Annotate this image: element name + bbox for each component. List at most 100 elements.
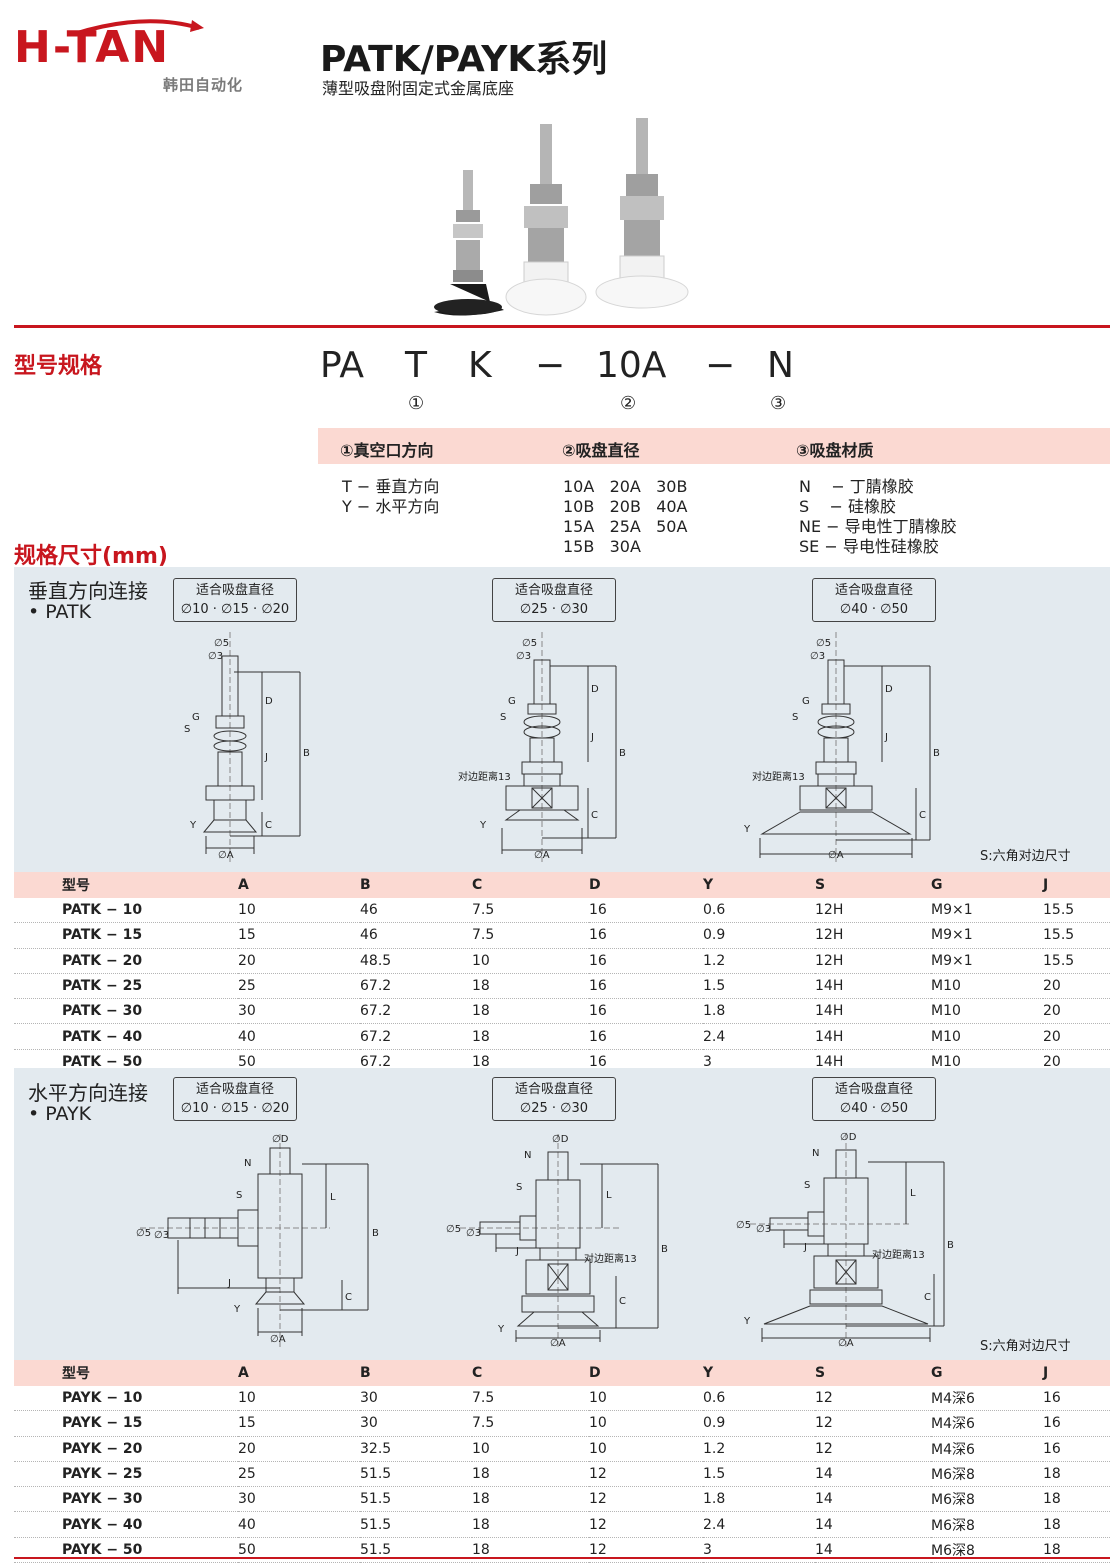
d-label: D: [591, 684, 599, 695]
header-divider: [14, 325, 1110, 328]
b-label: B: [303, 748, 310, 759]
option-title-direction: ①真空口方向: [340, 441, 434, 460]
material-option: S − 硅橡胶: [799, 497, 896, 516]
hex-label: 对边距离13: [752, 770, 805, 783]
cell-d: 12: [589, 1486, 703, 1513]
cell-b: 48.5: [360, 948, 472, 974]
hex-label: 对边距离13: [584, 1252, 637, 1265]
l-label: L: [910, 1188, 916, 1199]
cell-b: 46: [360, 922, 472, 949]
cell-model: PATK − 40: [14, 1023, 238, 1050]
col-y: Y: [703, 1360, 815, 1386]
cell-a: 15: [238, 1410, 360, 1437]
code-dash-1: −: [535, 345, 566, 386]
payk-s-note: S:六角对边尺寸: [980, 1339, 1071, 1354]
col-d: D: [589, 1360, 703, 1386]
cell-y: 1.2: [703, 1436, 815, 1462]
cell-d: 12: [589, 1511, 703, 1538]
phi5-label: ∅5: [446, 1224, 461, 1235]
phid-label: ∅D: [272, 1134, 289, 1145]
cell-model: PAYK − 30: [14, 1486, 238, 1513]
page-subtitle: 薄型吸盘附固定式金属底座: [322, 79, 515, 98]
c-label: C: [619, 1296, 626, 1307]
n-label: N: [812, 1148, 819, 1159]
cell-d: 10: [589, 1386, 703, 1412]
phi3-label: ∅3: [154, 1230, 169, 1241]
cell-s: 12H: [815, 922, 931, 949]
j-label: J: [515, 1246, 519, 1257]
cell-j: 16: [1043, 1386, 1110, 1412]
cell-g: M10: [931, 998, 1043, 1025]
cell-c: 18: [472, 973, 589, 1000]
fit-diameters: ∅10 · ∅15 · ∅20: [180, 1101, 290, 1116]
diameter-option-row: 15A 25A 50A: [563, 517, 688, 536]
logo-wordmark: H-TAN: [14, 22, 171, 73]
fit-diameters: ∅40 · ∅50: [839, 602, 909, 617]
diameter-options: 10A 20A 30B 10B 20B 40A 15A 25A 50A 15B …: [563, 477, 688, 557]
cell-y: 0.6: [703, 898, 815, 924]
patk-title: 垂直方向连接: [28, 579, 148, 603]
cell-j: 20: [1043, 1023, 1110, 1050]
cell-c: 7.5: [472, 1410, 589, 1437]
patk-subtitle: • PATK: [28, 601, 92, 623]
col-c: C: [472, 1360, 589, 1386]
material-option: N − 丁腈橡胶: [799, 477, 914, 496]
fit-diameters: ∅25 · ∅30: [519, 602, 589, 617]
b-label: B: [661, 1244, 668, 1255]
cell-s: 14H: [815, 973, 931, 1000]
direction-option: Y − 水平方向: [342, 497, 440, 516]
phi3-label: ∅3: [516, 651, 531, 662]
diameter-option-row: 10B 20B 40A: [563, 497, 688, 516]
phi5-label: ∅5: [136, 1228, 151, 1239]
cell-s: 12H: [815, 898, 931, 924]
cell-a: 40: [238, 1023, 360, 1050]
phi3-label: ∅3: [756, 1224, 771, 1235]
diameter-option-row: 10A 20A 30B: [563, 477, 688, 496]
cell-s: 12H: [815, 948, 931, 974]
cell-c: 18: [472, 1461, 589, 1488]
fit-title: 适合吸盘直径: [514, 583, 593, 598]
direction-options: T − 垂直方向 Y − 水平方向: [342, 477, 439, 517]
cell-s: 14: [815, 1486, 931, 1513]
c-label: C: [265, 820, 272, 831]
code-part-k: K: [468, 345, 492, 386]
l-label: L: [606, 1190, 612, 1201]
fit-title: 适合吸盘直径: [514, 1082, 593, 1097]
fit-title: 适合吸盘直径: [834, 1082, 913, 1097]
cell-model: PATK − 30: [14, 998, 238, 1025]
cell-s: 14H: [815, 1023, 931, 1050]
code-part-pa: PA: [320, 345, 365, 386]
cell-b: 51.5: [360, 1461, 472, 1488]
l-label: L: [330, 1192, 336, 1203]
cell-b: 32.5: [360, 1436, 472, 1462]
cell-a: 10: [238, 898, 360, 924]
phia-label: ∅A: [838, 1338, 854, 1349]
footer-divider: [14, 1557, 1110, 1559]
c-label: C: [591, 810, 598, 821]
cell-c: 7.5: [472, 898, 589, 924]
option-title-material: ③吸盘材质: [796, 441, 874, 460]
cell-a: 30: [238, 1486, 360, 1513]
fit-diameters: ∅10 · ∅15 · ∅20: [180, 602, 290, 617]
cell-b: 46: [360, 898, 472, 924]
col-s: S: [815, 1360, 931, 1386]
product-large-cup: [595, 118, 689, 309]
cell-g: M10: [931, 1023, 1043, 1050]
code-part-diameter: 10A: [596, 345, 667, 386]
cell-a: 20: [238, 1436, 360, 1462]
cell-b: 67.2: [360, 1023, 472, 1050]
fit-title: 适合吸盘直径: [834, 583, 913, 598]
cell-g: M6深8: [931, 1461, 1043, 1488]
cell-g: M9×1: [931, 898, 1043, 924]
y-label: Y: [479, 820, 487, 831]
cell-model: PATK − 20: [14, 948, 238, 974]
cell-model: PAYK − 25: [14, 1461, 238, 1488]
cell-model: PATK − 25: [14, 973, 238, 1000]
cell-model: PAYK − 15: [14, 1410, 238, 1437]
cell-y: 1.5: [703, 1461, 815, 1488]
phi5-label: ∅5: [816, 638, 831, 649]
